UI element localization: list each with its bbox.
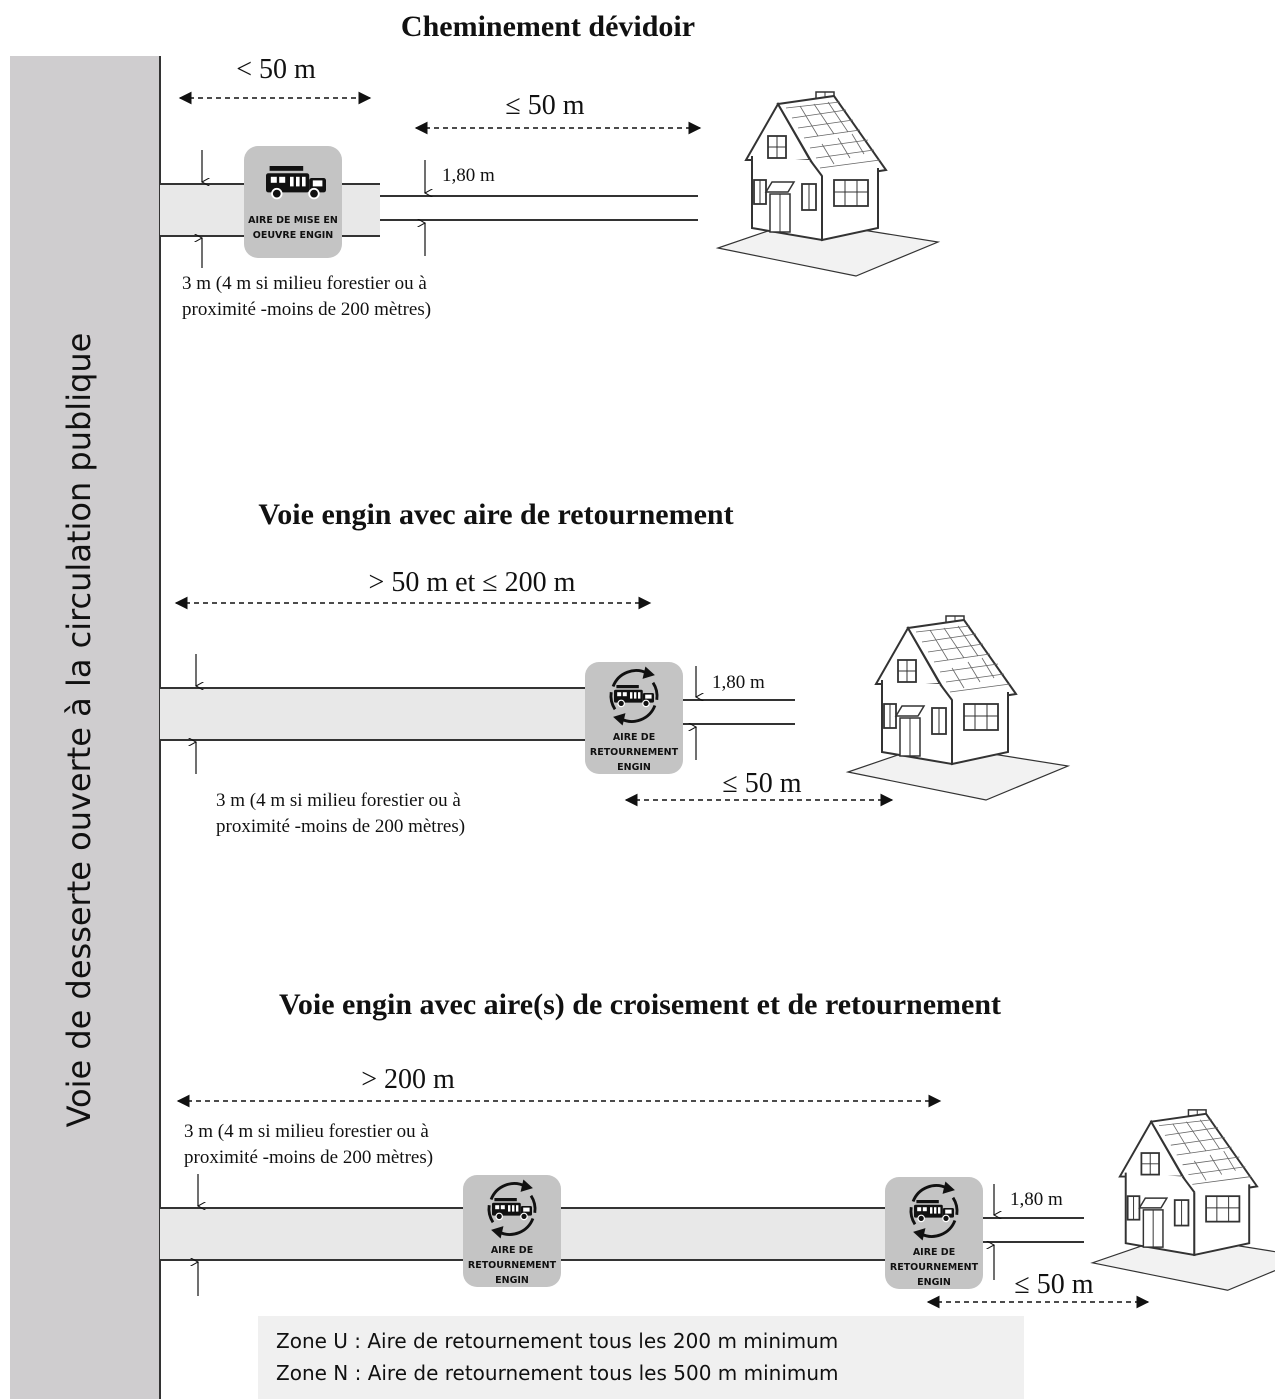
turnaround-area-badge: AIRE DE RETOURNEMENT ENGIN (885, 1177, 983, 1289)
section-1-title: Cheminement dévidoir (401, 10, 695, 43)
deployment-area-badge: AIRE DE MISE EN OEUVRE ENGIN (244, 146, 342, 258)
turnaround-area-badge: AIRE DE RETOURNEMENT ENGIN (585, 662, 683, 774)
deployment-area-label-1: AIRE DE MISE EN (248, 215, 338, 226)
dist-lt50-label: < 50 m (236, 54, 316, 85)
road-width-line1: 3 m (4 m si milieu forestier ou à (182, 273, 427, 294)
turnaround-label-2: RETOURNEMENT (590, 747, 679, 758)
dist-gt200-label: > 200 m (361, 1064, 455, 1095)
crossing-area-label-1: AIRE DE (491, 1245, 533, 1256)
crossing-area-label-2: RETOURNEMENT (468, 1260, 557, 1271)
house-icon (717, 91, 939, 277)
road-width-line2: proximité -moins de 200 mètres) (216, 816, 465, 837)
zone-note: Zone U : Aire de retournement tous les 2… (258, 1316, 1024, 1399)
public-road-label: Voie de desserte ouverte à la circulatio… (60, 333, 98, 1128)
road-width-line2: proximité -moins de 200 mètres) (184, 1147, 433, 1168)
turnaround-label-2: RETOURNEMENT (890, 1262, 979, 1273)
path-width-label: 1,80 m (1010, 1189, 1063, 1210)
house-icon (847, 615, 1069, 801)
turnaround-label-1: AIRE DE (913, 1247, 955, 1258)
public-road (10, 56, 160, 1399)
dist-range-label: > 50 m et ≤ 200 m (369, 567, 576, 598)
section-2: Voie engin avec aire de retournement > 5… (160, 498, 1069, 837)
access-lane (160, 688, 590, 740)
zone-n-text: Zone N : Aire de retournement tous les 5… (276, 1361, 839, 1385)
turnaround-label-3: ENGIN (917, 1277, 951, 1288)
road-width-line1: 3 m (4 m si milieu forestier ou à (184, 1121, 429, 1142)
crossing-area-label-3: ENGIN (495, 1275, 529, 1286)
road-width-line2: proximité -moins de 200 mètres) (182, 299, 431, 320)
house-icon (1091, 1108, 1275, 1292)
dist-le50-label: ≤ 50 m (722, 768, 801, 799)
section-2-title: Voie engin avec aire de retournement (258, 498, 733, 531)
dist-le50-label: ≤ 50 m (505, 90, 584, 121)
dist-le50-label: ≤ 50 m (1014, 1269, 1093, 1300)
crossing-area-badge: AIRE DE RETOURNEMENT ENGIN (463, 1175, 561, 1287)
section-3: Voie engin avec aire(s) de croisement et… (160, 988, 1275, 1309)
zone-u-text: Zone U : Aire de retournement tous les 2… (276, 1329, 838, 1353)
path-width-label: 1,80 m (442, 165, 495, 186)
road-width-line1: 3 m (4 m si milieu forestier ou à (216, 790, 461, 811)
section-1: Cheminement dévidoir < 50 m ≤ 50 m 1,80 … (160, 10, 939, 320)
section-3-title: Voie engin avec aire(s) de croisement et… (279, 988, 1001, 1021)
deployment-area-label-2: OEUVRE ENGIN (253, 230, 334, 241)
turnaround-label-3: ENGIN (617, 762, 651, 773)
path-width-label: 1,80 m (712, 672, 765, 693)
turnaround-label-1: AIRE DE (613, 732, 655, 743)
